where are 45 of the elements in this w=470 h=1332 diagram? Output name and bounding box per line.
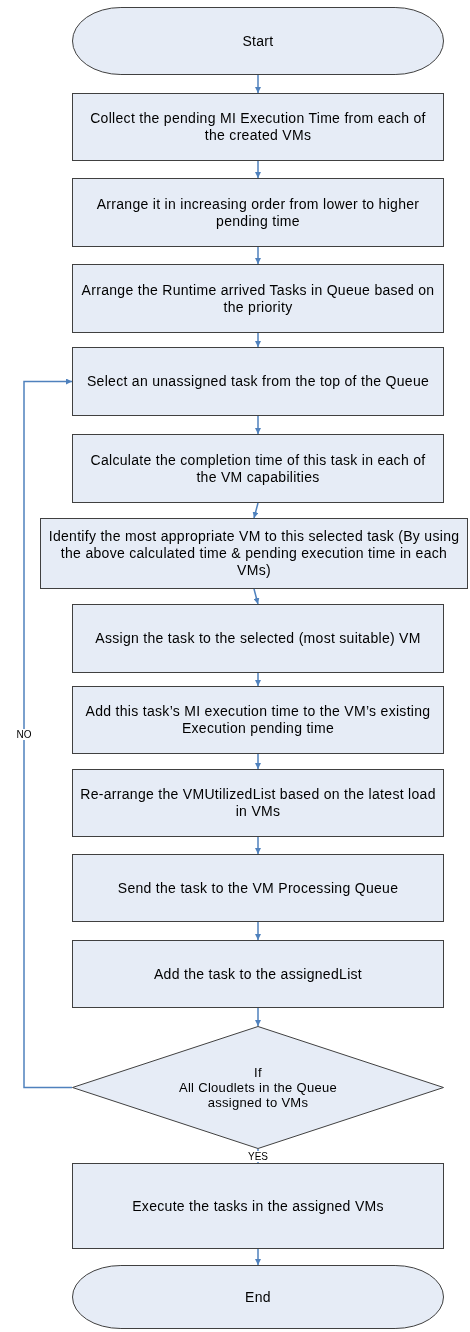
node-text: Send the task to the VM Processing Queue	[116, 879, 400, 897]
node-text: Collect the pending MI Execution Time from each of the created VMs	[89, 110, 427, 144]
arrow	[255, 415, 261, 435]
node-text: Add the task to the assignedList	[152, 965, 364, 983]
node-text: Start	[242, 32, 274, 50]
process-box	[72, 940, 444, 1008]
arrow	[255, 246, 261, 265]
arrow	[255, 160, 261, 179]
process-box	[72, 347, 444, 416]
edge-label: YES	[247, 1150, 269, 1162]
node-text: Arrange the Runtime arrived Tasks in Queue based on the priority	[80, 281, 436, 316]
node-text: If	[254, 1065, 262, 1080]
arrow	[255, 672, 261, 687]
edge-label: NO	[15, 729, 33, 740]
node-text: Select an unassigned task from the top of the Queue	[85, 373, 431, 390]
node-text: Re-arrange the VMUtilizedList based on the latest load in VMs	[79, 786, 437, 820]
arrow	[253, 588, 260, 605]
node-text: Execute the tasks in the assigned VMs	[131, 1197, 385, 1215]
process-box	[72, 264, 444, 333]
arrow	[252, 502, 259, 519]
arrow	[255, 332, 261, 348]
node-text: Calculate the completion time of this task in each of the VM capabilities	[89, 451, 427, 486]
arrow	[255, 1007, 261, 1027]
node-text: Add this task’s MI execution time to the VM’s existing Execution pending time	[84, 703, 432, 737]
arrow	[255, 753, 261, 770]
process-box	[72, 604, 444, 673]
process-box	[72, 854, 444, 922]
process-box	[40, 518, 468, 589]
process-box	[72, 769, 444, 837]
node-text: Assign the task to the selected (most suitable) VM	[94, 630, 422, 647]
node-text: Identify the most appropriate VM to this selected task (By using the above calculated time & pending execution time in each VMs)	[47, 528, 461, 579]
process-box	[72, 686, 444, 754]
arrow	[255, 921, 261, 941]
arrow	[23, 378, 73, 1089]
arrow	[255, 74, 261, 94]
process-box	[72, 178, 444, 247]
process-box	[72, 434, 444, 503]
decision-diamond	[72, 1026, 444, 1149]
process-box	[72, 93, 444, 161]
arrow	[255, 1248, 261, 1266]
node-text: End	[245, 1288, 271, 1306]
node-text: Arrange it in increasing order from lower to higher pending time	[95, 195, 421, 230]
arrow	[255, 836, 261, 855]
node-text: All Cloudlets in the Queue assigned to VMs	[177, 1080, 339, 1110]
process-box	[72, 1163, 444, 1249]
